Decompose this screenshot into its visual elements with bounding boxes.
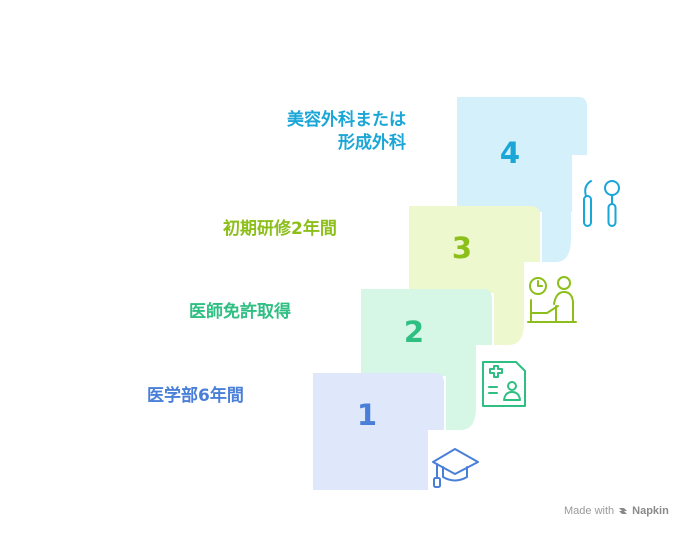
medical-id-card-icon [482, 361, 526, 407]
step-4-label-line1: 美容外科または [287, 110, 406, 130]
step-1-scroll [313, 373, 444, 490]
watermark-prefix: Made with [564, 505, 615, 517]
training-session-icon [527, 276, 577, 323]
step-1-number: 1 [356, 398, 378, 432]
step-3-number: 3 [451, 231, 473, 265]
step-3-label: 初期研修2年間 [223, 219, 337, 239]
step-3-scroll [409, 206, 540, 345]
step-4-label-line2: 形成外科 [338, 133, 406, 153]
watermark-brand: Napkin [632, 505, 669, 517]
step-1-label: 医学部6年間 [147, 386, 244, 406]
step-4-scroll [457, 97, 587, 262]
surgical-tools-icon [583, 180, 620, 227]
napkin-logo-icon [619, 508, 628, 514]
step-4-number: 4 [499, 136, 521, 170]
graduation-cap-icon [432, 448, 479, 488]
step-2-scroll [361, 289, 492, 430]
made-with-napkin-watermark: Made with Napkin [564, 505, 669, 517]
step-2-label: 医師免許取得 [189, 302, 291, 322]
step-2-number: 2 [403, 315, 425, 349]
step-4-label: 美容外科または 形成外科 [246, 109, 406, 155]
